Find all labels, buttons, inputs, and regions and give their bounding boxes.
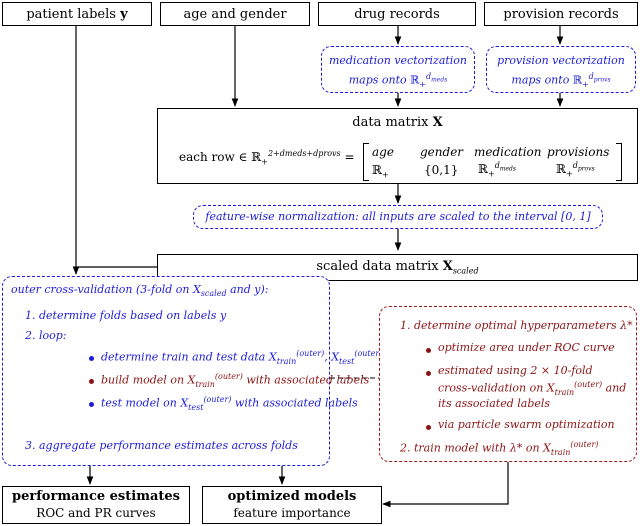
outer-cv-bullet1-dot — [89, 356, 94, 361]
medication-vectorization-box: medication vectorization maps onto ℝ+dme… — [321, 46, 475, 93]
drug-records-text: drug records — [354, 6, 440, 22]
outer-cv-step3: 3. aggregate performance estimates acros… — [25, 439, 298, 452]
optimized-models-sub: feature importance — [233, 506, 351, 520]
matrix-domain-gender: {0,1} — [424, 163, 459, 177]
inner-opt-bullet2-l1: estimated using 2 × 10-fold — [438, 364, 593, 377]
inner-opt-bullet2-l3: its associated labels — [438, 397, 551, 410]
inner-optimization-box: 1. determine optimal hyperparameters λ* … — [379, 306, 637, 462]
provision-records-box: provision records — [484, 2, 638, 26]
provision-vectorization-line1: provision vectorization — [497, 54, 625, 67]
optimized-models-title: optimized models — [227, 489, 357, 504]
matrix-right-bracket — [616, 143, 622, 181]
inner-opt-bullet1-dot — [426, 348, 431, 353]
outer-cv-bullet3-dot — [89, 402, 94, 407]
patient-labels-box: patient labels y — [2, 2, 152, 26]
inner-opt-bullet3-dot — [426, 425, 431, 430]
medication-vectorization-line1: medication vectorization — [328, 54, 468, 67]
normalization-box: feature-wise normalization: all inputs a… — [193, 205, 603, 229]
optimized-models-box: optimized models feature importance — [202, 486, 382, 524]
outer-cv-bullet1: determine train and test data Xtrain(out… — [101, 349, 383, 366]
performance-estimates-title: performance estimates — [12, 489, 180, 504]
provision-vectorization-line2: maps onto ℝ+dprovs — [511, 72, 611, 89]
inner-opt-step2: 2. train model with λ* on Xtrain(outer) — [400, 440, 599, 457]
matrix-domain-medication: ℝ+dmeds — [478, 161, 516, 179]
outer-cv-title: outer cross-validation (3-fold on Xscale… — [11, 283, 269, 299]
outer-cv-box: outer cross-validation (3-fold on Xscale… — [2, 276, 382, 466]
patient-labels-text: patient labels — [26, 6, 116, 22]
arrow-inner-to-models — [382, 462, 509, 508]
provision-vectorization-box: provision vectorization maps onto ℝ+dpro… — [486, 46, 636, 93]
data-matrix-title: data matrix X — [352, 115, 443, 130]
outer-cv-step2: 2. loop: — [25, 329, 67, 342]
outer-cv-bullet2-dot — [89, 379, 94, 384]
inner-opt-bullet1: optimize area under ROC curve — [438, 341, 615, 354]
inner-opt-bullet2-dot — [426, 371, 431, 376]
drug-records-box: drug records — [318, 2, 476, 26]
patient-labels-var: y — [120, 6, 128, 22]
matrix-domain-provisions: ℝ+dprovs — [556, 161, 595, 179]
matrix-header-medication: medication — [474, 145, 542, 159]
outer-cv-bullet2: build model on Xtrain(outer) with associ… — [101, 372, 370, 389]
performance-estimates-sub: ROC and PR curves — [36, 506, 156, 520]
provision-records-text: provision records — [503, 6, 619, 22]
inner-opt-bullet3: via particle swarm optimization — [438, 418, 615, 431]
matrix-header-provisions: provisions — [547, 145, 610, 159]
matrix-domain-age: ℝ+ — [372, 163, 389, 180]
medication-vectorization-line2: maps onto ℝ+dmeds — [348, 72, 448, 89]
inner-opt-step1: 1. determine optimal hyperparameters λ* — [400, 319, 633, 332]
normalization-text: feature-wise normalization: all inputs a… — [205, 210, 591, 223]
matrix-header-age: age — [372, 145, 394, 159]
data-matrix-box: data matrix X each row ∈ ℝ+2+dmeds+dprov… — [157, 108, 638, 184]
inner-opt-bullet2-l2: cross-validation on Xtrain(outer) and — [438, 380, 627, 397]
age-gender-text: age and gender — [183, 6, 287, 22]
outer-cv-bullet3: test model on Xtest(outer) with associat… — [101, 395, 358, 412]
age-gender-box: age and gender — [160, 2, 310, 26]
scaled-matrix-title: scaled data matrix Xscaled — [316, 259, 479, 276]
outer-cv-step1: 1. determine folds based on labels y — [25, 309, 227, 322]
matrix-left-bracket — [363, 143, 369, 181]
matrix-header-gender: gender — [420, 145, 464, 159]
performance-estimates-box: performance estimates ROC and PR curves — [2, 486, 190, 524]
data-matrix-row-label: each row ∈ ℝ+2+dmeds+dprovs = — [179, 149, 355, 167]
